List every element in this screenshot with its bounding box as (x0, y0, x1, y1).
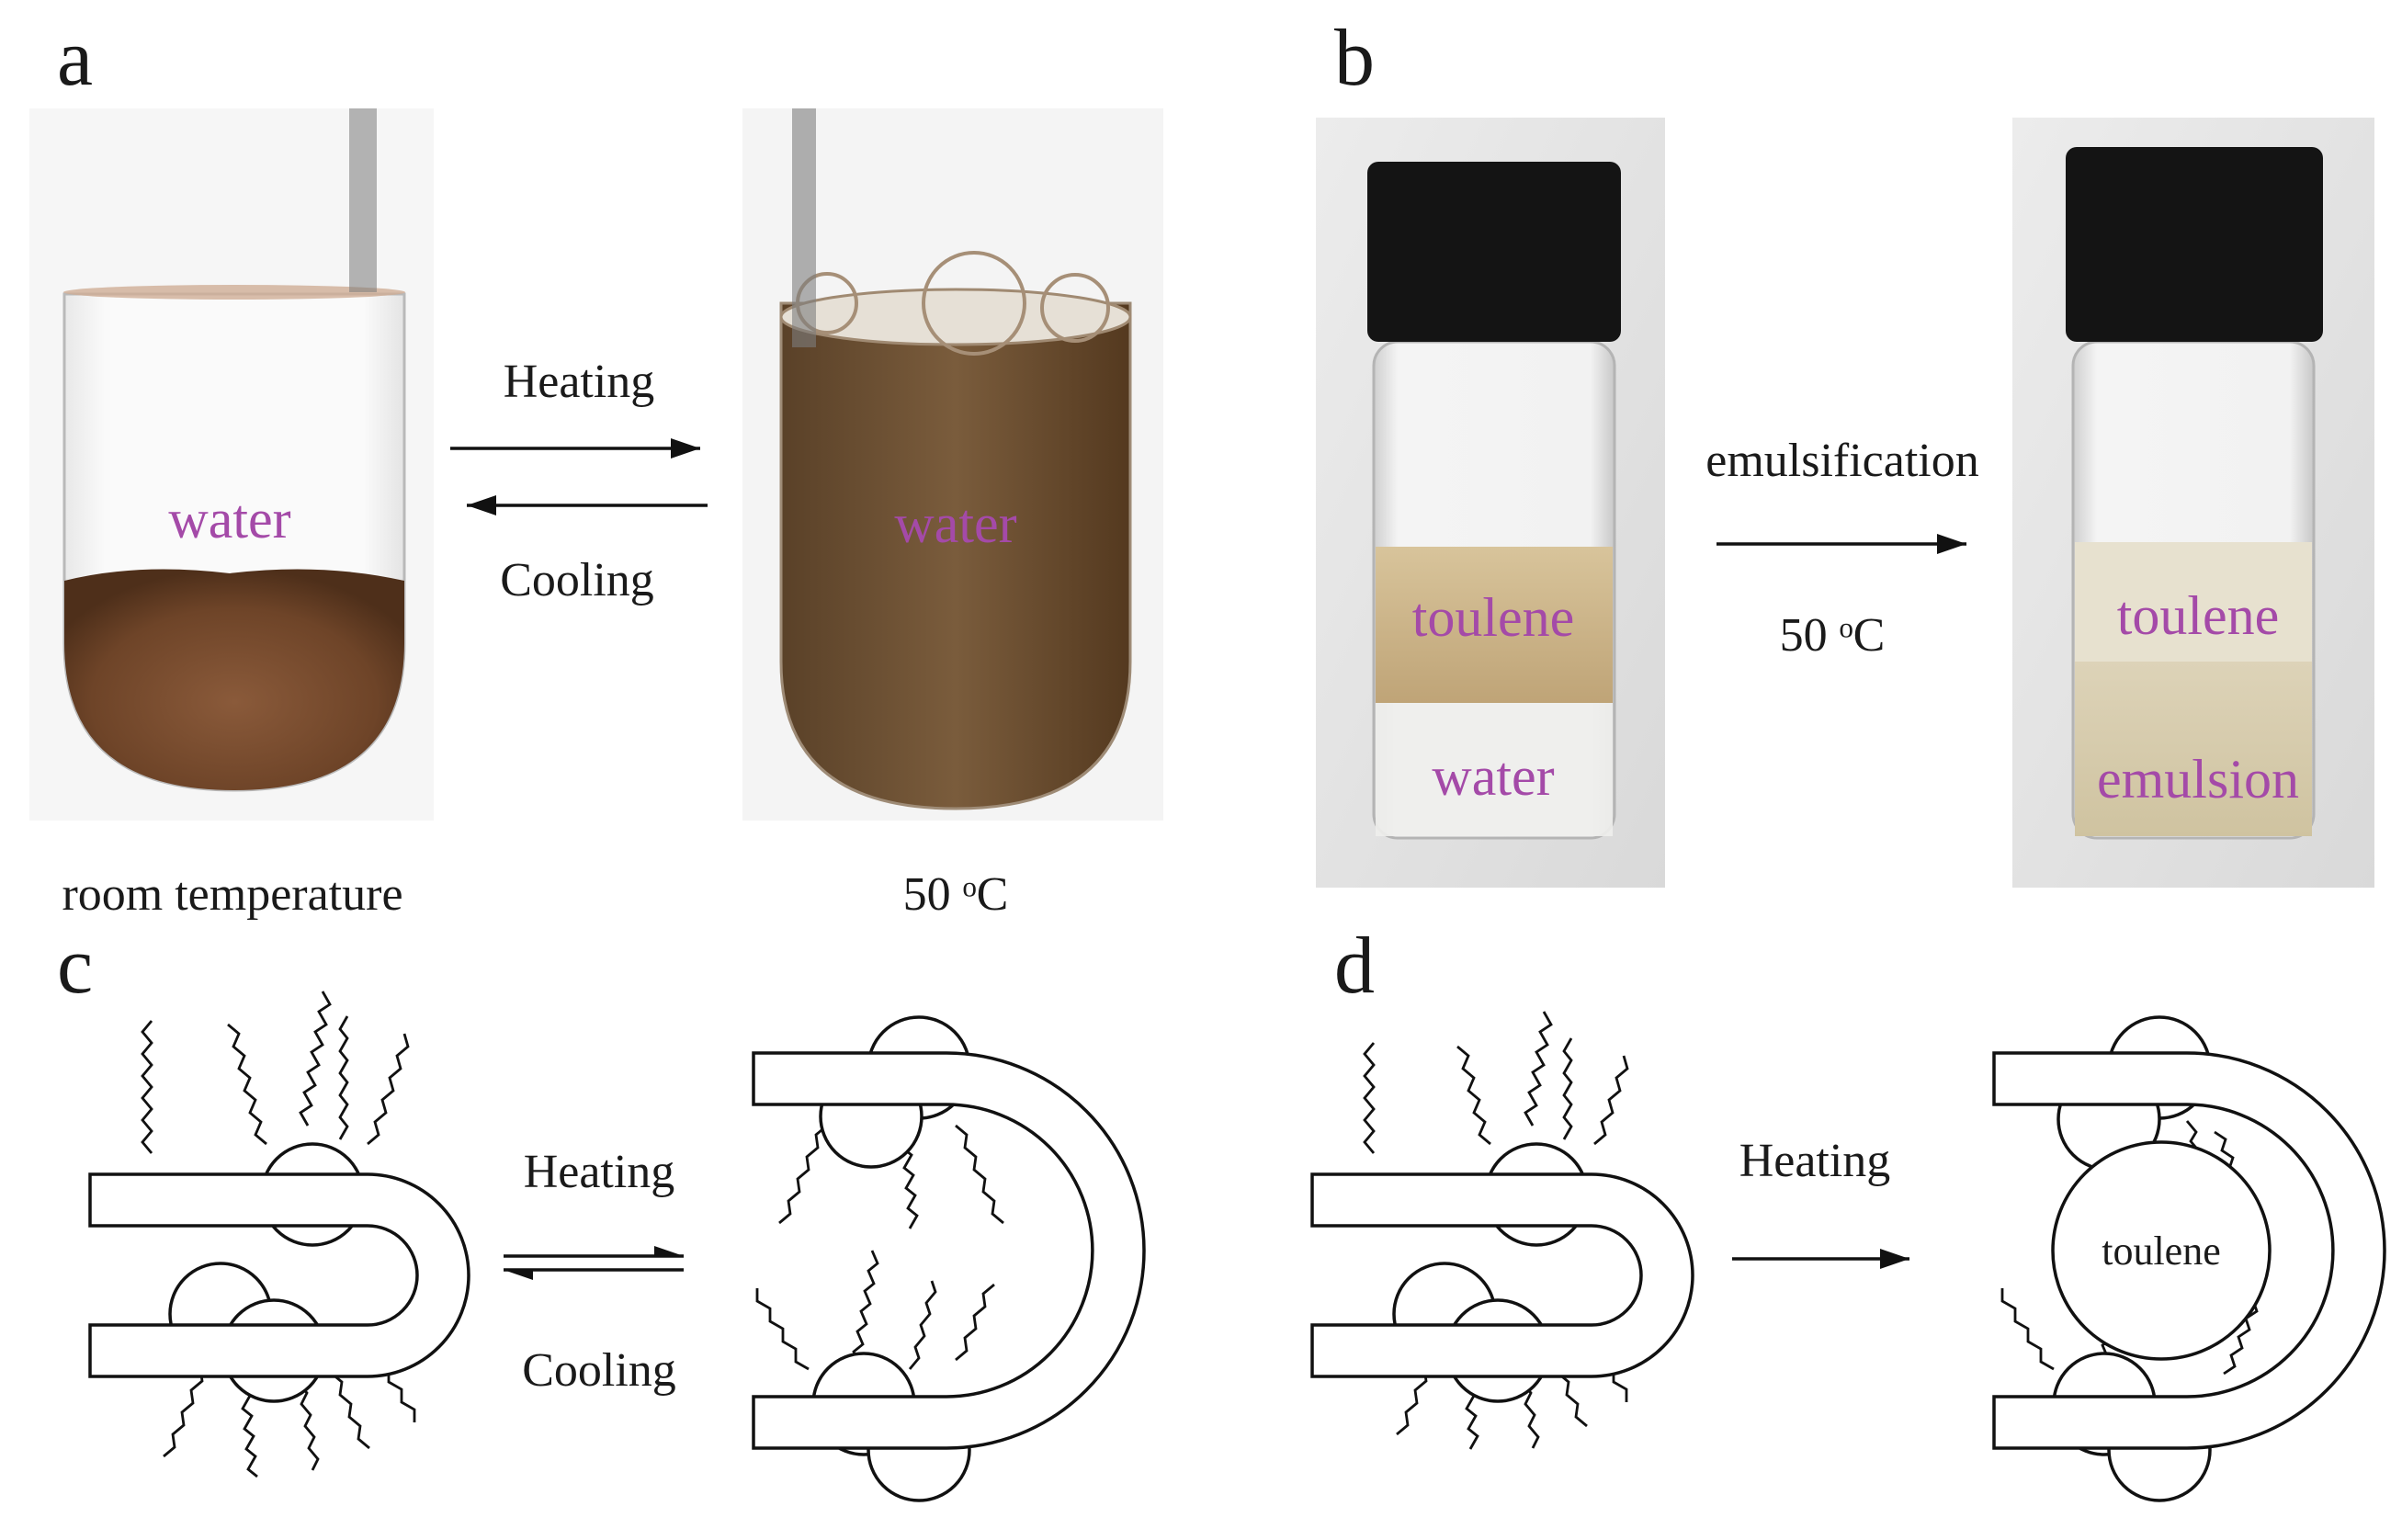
alkyl-chain (1562, 1037, 1573, 1140)
alkyl-chain (955, 1124, 1004, 1225)
toluene-droplet (2051, 1140, 2272, 1361)
panel-c-folded-structure (88, 991, 470, 1478)
label-toluene-after: toulene (2117, 585, 2280, 646)
water-layer (1376, 703, 1613, 836)
label-heating-c: Heating (524, 1146, 675, 1198)
u-shaped-backbone-open (752, 1051, 1146, 1450)
alkyl-chain (1363, 1042, 1376, 1154)
panel-a-letter: a (57, 14, 93, 103)
panel-d: d Heating (1310, 922, 2386, 1502)
alkyl-chain (852, 1250, 879, 1365)
alkyl-chain (1593, 1055, 1629, 1146)
alkyl-chain (2000, 1288, 2055, 1371)
u-shaped-backbone (88, 1172, 470, 1378)
brown-sediment (64, 569, 404, 790)
chains-top (1363, 1011, 1629, 1154)
panel-a-photo-heated: water (742, 108, 1163, 821)
label-heating-d: Heating (1739, 1135, 1891, 1187)
alkyl-chain (141, 1020, 153, 1154)
arrowhead-emulsification (1937, 534, 1966, 554)
arrowhead-forward (654, 1246, 684, 1256)
panel-d-loaded-structure: toulene (1992, 1015, 2386, 1502)
panel-b-arrow: emulsification 50 ᵒC (1705, 435, 1978, 662)
u-shaped-backbone (1310, 1172, 1694, 1378)
panel-b: b toulene water emulsification 50 ᵒC tou… (1316, 14, 2374, 888)
alkyl-chain (2223, 1299, 2259, 1376)
alkyl-chain (367, 1033, 410, 1146)
panel-a-equilibrium-arrows: Heating Cooling (450, 356, 708, 606)
alkyl-chain (955, 1283, 995, 1362)
label-water-before: water (1432, 746, 1554, 807)
alkyl-chain (778, 1124, 828, 1225)
water-meniscus (63, 285, 405, 300)
bubble-3 (1040, 273, 1110, 343)
alkyl-chain (755, 1288, 810, 1371)
panel-b-photo-after: toulene emulsion (2012, 118, 2374, 888)
label-water-heated: water (894, 493, 1016, 554)
arrowhead-forward (671, 438, 700, 459)
tube-reflection (349, 108, 377, 292)
panel-b-photo-before: toulene water (1316, 118, 1665, 888)
foam-bubbles (779, 288, 1132, 346)
chains-top (141, 991, 410, 1154)
label-toluene-before: toulene (1412, 587, 1575, 648)
toluene-layer (2075, 542, 2312, 662)
alkyl-chain (227, 1023, 267, 1146)
panel-c-equilibrium-arrows: Heating Cooling (504, 1146, 684, 1397)
brown-dispersion (779, 301, 1132, 810)
panel-c-open-structure (752, 1015, 1146, 1502)
vial-cap (2066, 147, 2323, 342)
arrowhead-heating (1880, 1249, 1909, 1269)
arrowhead-reverse (467, 495, 496, 515)
alkyl-chain (299, 991, 332, 1127)
alkyl-chain (338, 1015, 349, 1140)
arrowhead-reverse (504, 1270, 533, 1280)
panel-c-letter: c (57, 922, 93, 1011)
emulsion-layer (2075, 662, 2312, 836)
alkyl-chain (1456, 1045, 1491, 1146)
panel-b-letter: b (1334, 14, 1375, 103)
label-cooling-a: Cooling (500, 554, 654, 606)
caption-room-temperature: room temperature (62, 868, 402, 921)
alkyl-chain (1524, 1011, 1553, 1127)
panel-d-letter: d (1334, 922, 1375, 1011)
tube-reflection (792, 108, 816, 347)
label-water-room: water (168, 489, 290, 549)
label-emulsion: emulsion (2097, 749, 2299, 810)
panel-d-folded-structure (1310, 1011, 1694, 1450)
alkyl-chain (908, 1280, 937, 1370)
vial-cap (1367, 162, 1621, 342)
caption-50c-a: 50 ᵒC (903, 868, 1009, 921)
label-toluene-droplet: toulene (2102, 1229, 2221, 1274)
u-shaped-backbone-open (1992, 1051, 2386, 1450)
panel-a: a water Heating Cooling (29, 14, 1163, 921)
bubble-1 (922, 251, 1026, 356)
panel-a-photo-room-temperature: water (29, 108, 434, 821)
label-cooling-c: Cooling (522, 1344, 676, 1397)
label-50c-b: 50 ᵒC (1780, 609, 1886, 662)
panel-d-arrow: Heating (1732, 1135, 1909, 1269)
panel-c: c Heating (57, 922, 1146, 1502)
label-emulsification: emulsification (1705, 435, 1978, 487)
toluene-layer (1376, 547, 1613, 703)
label-heating-a: Heating (504, 356, 655, 408)
